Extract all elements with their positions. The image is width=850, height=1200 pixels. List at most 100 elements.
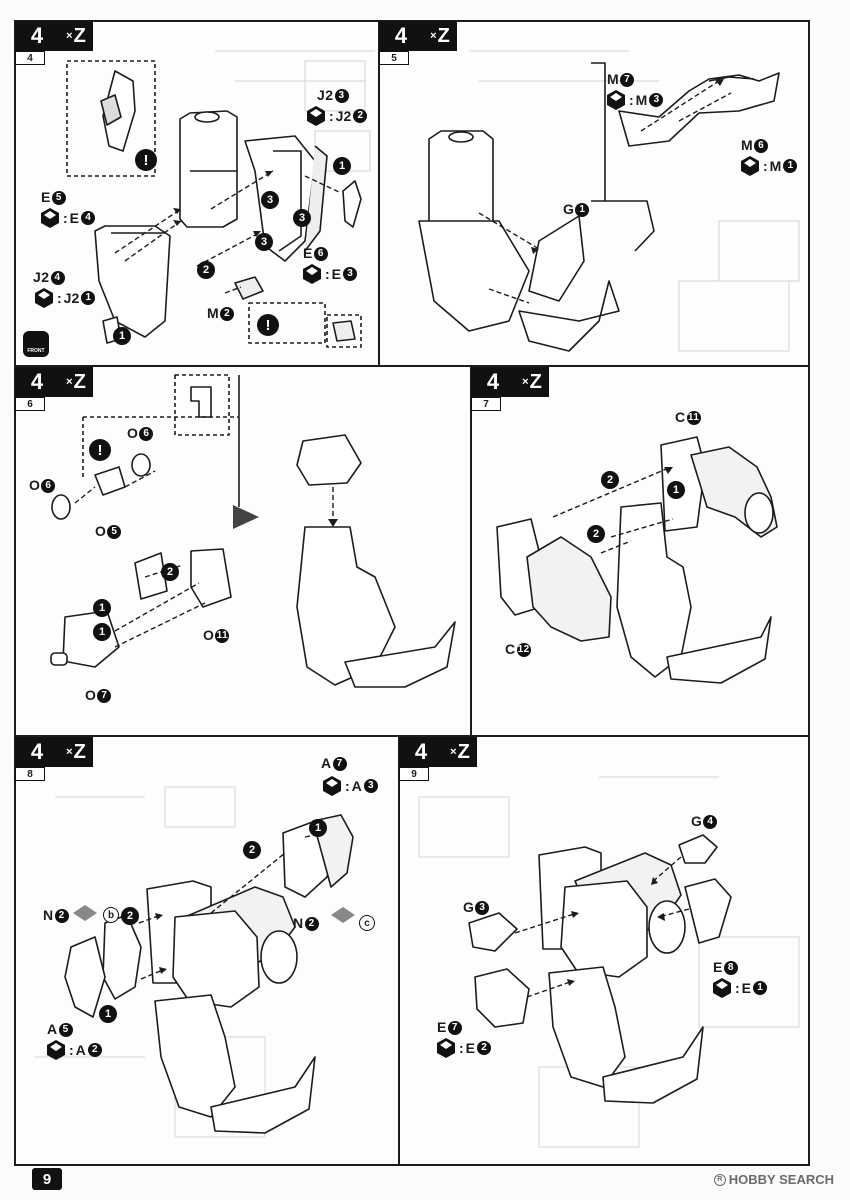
part-swap-icon (437, 1038, 455, 1058)
step-number: 4 (15, 21, 59, 51)
order-number: 2 (601, 471, 619, 489)
step-panel-4: 4 ×Z 4 (14, 20, 380, 366)
part-swap-icon (303, 264, 321, 284)
step-header: 4 ×Z 4 (15, 21, 93, 65)
order-number: 3 (255, 233, 273, 251)
part-swap-icon (35, 288, 53, 308)
substep-number: 5 (379, 51, 409, 65)
step-number: 4 (399, 737, 443, 767)
order-number: 2 (197, 261, 215, 279)
substep-number: 4 (15, 51, 45, 65)
step4-illustration (66, 60, 362, 348)
front-direction-icon: FRONT (23, 331, 49, 357)
warning-icon: ! (257, 314, 279, 336)
step-number: 4 (15, 737, 59, 767)
order-number: 2 (587, 525, 605, 543)
step-header: 4 ×Z 8 (15, 737, 93, 781)
order-number: 2 (161, 563, 179, 581)
step-header: 4 ×Z 5 (379, 21, 457, 65)
order-number: 1 (99, 1005, 117, 1023)
part-swap-icon (713, 978, 731, 998)
substep-number: 8 (15, 767, 45, 781)
step-panel-8: 4 ×Z 8 (14, 736, 400, 1166)
registered-mark-icon: R (713, 1173, 726, 1186)
warning-icon: ! (135, 149, 157, 171)
watermark-text: HOBBY SEARCH (728, 1172, 834, 1187)
watermark: R HOBBY SEARCH (713, 1172, 834, 1187)
order-number: 3 (261, 191, 279, 209)
multiplier-badge: ×Z (59, 367, 93, 397)
step-number: 4 (15, 367, 59, 397)
order-number: 1 (667, 481, 685, 499)
step-header: 4 ×Z 6 (15, 367, 93, 411)
marking-letter-b: b (103, 907, 119, 923)
page-number: 9 (32, 1168, 62, 1190)
substep-number: 9 (399, 767, 429, 781)
order-number: 3 (293, 209, 311, 227)
step-header: 4 ×Z 7 (471, 367, 549, 411)
order-number: 2 (121, 907, 139, 925)
part-swap-icon (41, 208, 59, 228)
substep-number: 7 (471, 397, 501, 411)
step-number: 4 (379, 21, 423, 51)
part-swap-icon (307, 106, 325, 126)
step-header: 4 ×Z 9 (399, 737, 477, 781)
order-number: 2 (243, 841, 261, 859)
multiplier-badge: ×Z (515, 367, 549, 397)
step8-illustration (64, 814, 355, 1134)
multiplier-badge: ×Z (443, 737, 477, 767)
part-swap-icon (47, 1040, 65, 1060)
order-number: 1 (113, 327, 131, 345)
warning-icon: ! (89, 439, 111, 461)
step-panel-6: 4 ×Z 6 (14, 366, 472, 736)
step6-illustration (50, 374, 456, 688)
multiplier-badge: ×Z (423, 21, 457, 51)
order-number: 1 (93, 599, 111, 617)
step-number: 4 (471, 367, 515, 397)
step7-illustration (496, 436, 778, 684)
substep-number: 6 (15, 397, 45, 411)
part-swap-icon (607, 90, 625, 110)
multiplier-badge: ×Z (59, 737, 93, 767)
step-panel-9: 4 ×Z 9 (398, 736, 810, 1166)
marking-letter-c: c (359, 915, 375, 931)
order-number: 1 (309, 819, 327, 837)
step5-illustration (418, 62, 780, 352)
order-number: 1 (93, 623, 111, 641)
step9-illustration (468, 834, 732, 1104)
